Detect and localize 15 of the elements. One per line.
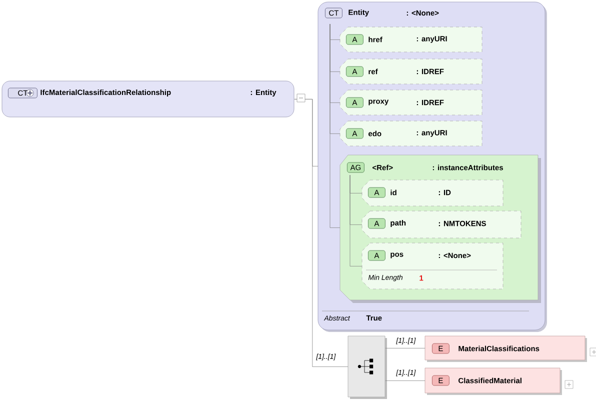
connector-line (350, 174, 362, 266)
sequence-box (348, 336, 387, 399)
element-box (424, 368, 562, 395)
attribute-box (340, 26, 482, 52)
attribute-box (340, 120, 482, 146)
attribute-box (362, 210, 522, 238)
connector-line (330, 24, 340, 228)
connector-line (385, 380, 426, 381)
element-box (424, 336, 587, 362)
attribute-box (362, 180, 504, 206)
attribute-box (340, 90, 482, 116)
connector-line (294, 99, 348, 367)
attribute-box (362, 242, 504, 290)
entity-box (2, 80, 294, 118)
attribute-box (340, 58, 482, 84)
